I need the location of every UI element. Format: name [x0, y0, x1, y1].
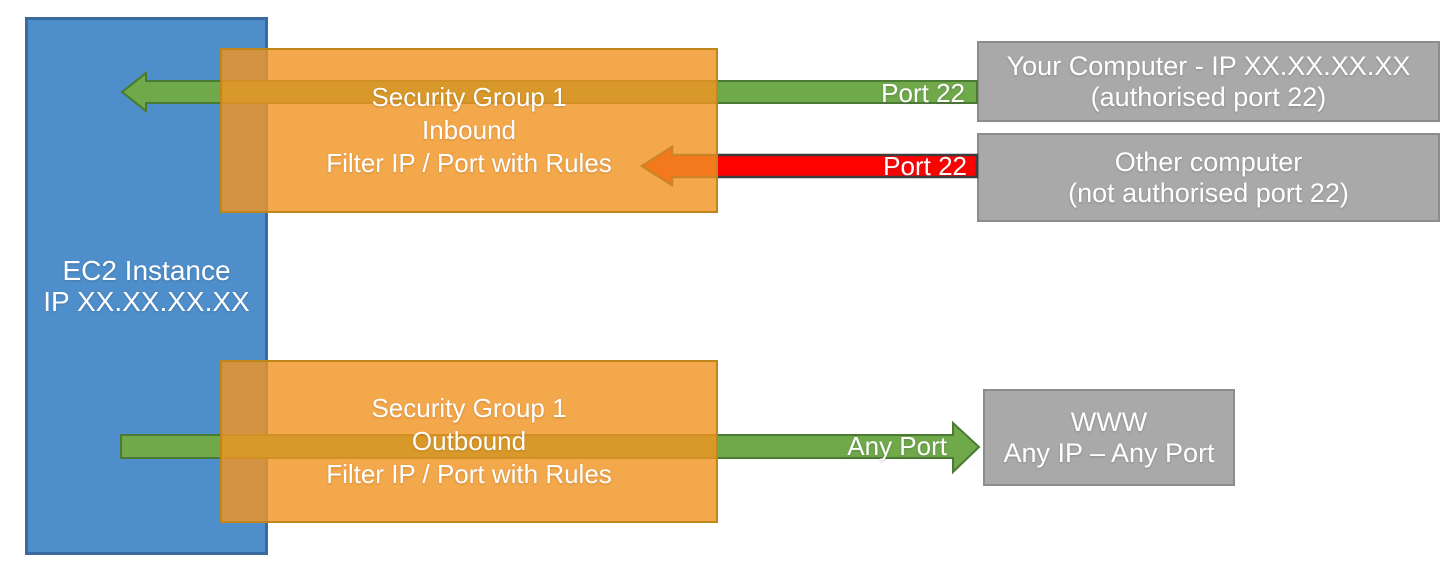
outbound-sg-name: Security Group 1: [371, 393, 567, 423]
ec2-instance-name: EC2 Instance: [62, 255, 231, 286]
port-22-allowed-label: Port 22: [881, 78, 965, 108]
www-subtitle: Any IP – Any Port: [1003, 437, 1215, 468]
inbound-sg-description: Filter IP / Port with Rules: [326, 148, 612, 178]
inbound-security-group-box: Security Group 1 Inbound Filter IP / Por…: [220, 48, 718, 213]
outbound-sg-description: Filter IP / Port with Rules: [326, 459, 612, 489]
inbound-sg-name: Security Group 1: [371, 82, 567, 112]
outbound-security-group-box: Security Group 1 Outbound Filter IP / Po…: [220, 360, 718, 523]
other-computer-subtitle: (not authorised port 22): [1068, 177, 1349, 208]
port-22-blocked-label: Port 22: [883, 151, 967, 181]
your-computer-title: Your Computer - IP XX.XX.XX.XX: [1006, 50, 1411, 81]
other-computer-box: Other computer (not authorised port 22): [977, 133, 1440, 222]
www-title: WWW: [1070, 406, 1148, 437]
any-port-label: Any Port: [847, 431, 947, 461]
your-computer-box: Your Computer - IP XX.XX.XX.XX (authoris…: [977, 41, 1440, 122]
www-box: WWW Any IP – Any Port: [983, 389, 1235, 486]
your-computer-subtitle: (authorised port 22): [1090, 81, 1327, 112]
outbound-sg-direction: Outbound: [411, 426, 527, 456]
inbound-sg-direction: Inbound: [422, 115, 516, 145]
ec2-instance-ip: IP XX.XX.XX.XX: [43, 286, 250, 317]
other-computer-title: Other computer: [1114, 146, 1303, 177]
